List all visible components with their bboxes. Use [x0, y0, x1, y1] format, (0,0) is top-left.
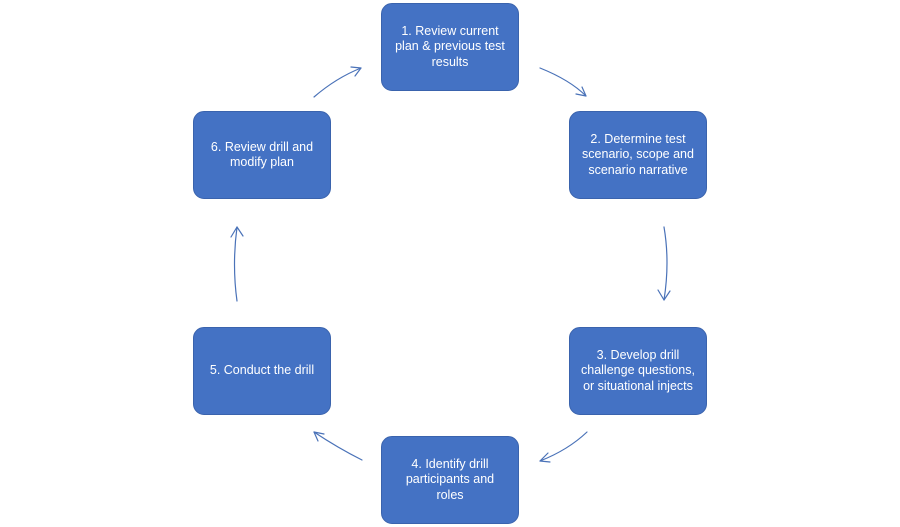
arrow-step2-to-step3 [657, 226, 671, 301]
step-1-box: 1. Review current plan & previous test r… [381, 3, 519, 91]
arrow-step1-to-step2 [539, 67, 587, 97]
step-3-box: 3. Develop drill challenge questions, or… [569, 327, 707, 415]
step-6-label: 6. Review drill and modify plan [210, 139, 314, 170]
arrow-step3-to-step4 [539, 431, 588, 463]
step-2-box: 2. Determine test scenario, scope and sc… [569, 111, 707, 199]
step-1-label: 1. Review current plan & previous test r… [395, 23, 505, 69]
arrow-step4-to-step5 [313, 431, 363, 461]
arrow-step6-to-step1 [313, 66, 362, 98]
arrow-step5-to-step6 [230, 226, 244, 302]
step-5-label: 5. Conduct the drill [209, 363, 315, 378]
step-4-label: 4. Identify drill participants and roles [405, 456, 495, 502]
step-5-box: 5. Conduct the drill [193, 327, 331, 415]
step-3-label: 3. Develop drill challenge questions, or… [581, 347, 695, 393]
step-4-box: 4. Identify drill participants and roles [381, 436, 519, 524]
step-2-label: 2. Determine test scenario, scope and sc… [582, 131, 694, 177]
step-6-box: 6. Review drill and modify plan [193, 111, 331, 199]
